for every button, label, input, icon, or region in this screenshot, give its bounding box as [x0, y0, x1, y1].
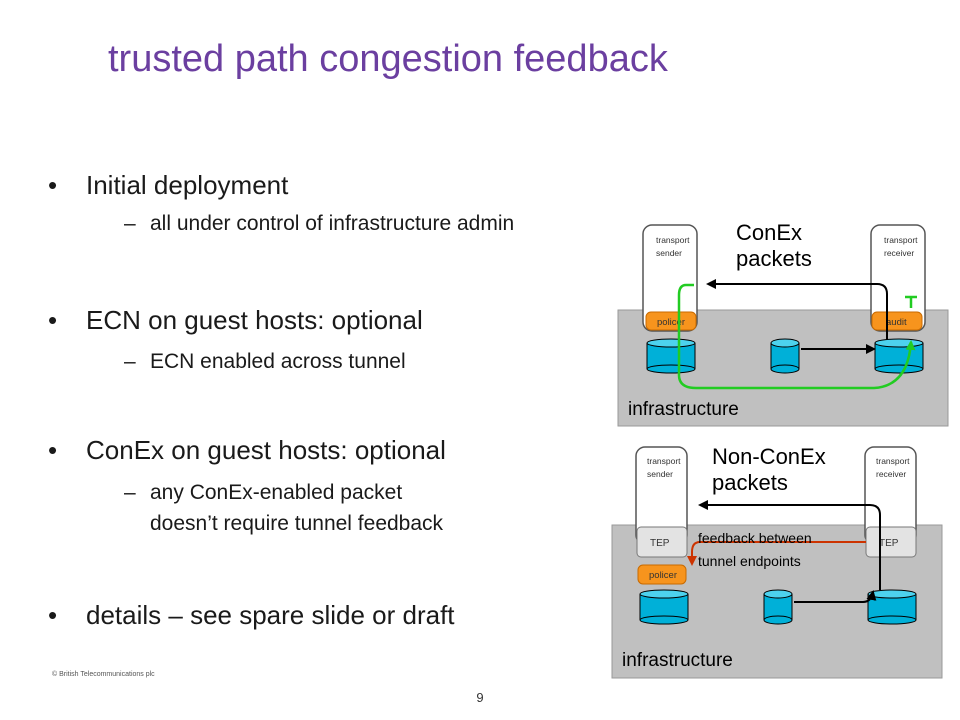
green-data-path — [677, 283, 916, 390]
transport-receiver-label: transport — [884, 235, 918, 245]
transport-sender-box — [642, 224, 698, 332]
packets-label: Non-ConEx — [712, 444, 826, 469]
packets-label: packets — [736, 246, 812, 271]
router-link-arrow — [794, 590, 877, 603]
feedback-arrow — [706, 279, 888, 340]
infrastructure-label: infrastructure — [628, 399, 739, 420]
tunnel-feedback-arrow — [687, 541, 866, 566]
router-cylinder — [646, 338, 696, 374]
infrastructure-label: infrastructure — [622, 650, 733, 671]
transport-sender-label: sender — [656, 248, 682, 258]
feedback-label: tunnel endpoints — [698, 553, 801, 569]
router-cylinder — [874, 338, 924, 374]
audit-box — [871, 311, 923, 331]
transport-sender-label: transport — [647, 456, 681, 466]
policer-box — [645, 311, 697, 331]
tep-left-box — [636, 526, 688, 558]
router-cylinder — [639, 589, 689, 625]
transport-receiver-label: receiver — [884, 248, 914, 258]
transport-sender-label: sender — [647, 469, 673, 479]
policer-label: policer — [657, 317, 685, 328]
transport-receiver-label: transport — [876, 456, 910, 466]
tep-left-label: TEP — [650, 538, 670, 549]
packets-label: packets — [712, 470, 788, 495]
packets-label: ConEx — [736, 220, 802, 245]
transport-sender-label: transport — [656, 235, 690, 245]
audit-label: audit — [886, 317, 907, 328]
policer-box — [637, 564, 687, 585]
audit-stop-mark — [905, 295, 917, 308]
slide-title: trusted path congestion feedback — [108, 38, 668, 80]
bottom-diagram: infrastructure transport sender transpor… — [611, 444, 943, 679]
feedback-label: feedback between — [698, 530, 812, 546]
page-number: 9 — [476, 690, 484, 705]
copyright-notice: © British Telecommunications plc — [52, 671, 155, 678]
tep-right-label: TEP — [879, 538, 899, 549]
feedback-arrow — [698, 500, 881, 590]
router-cylinder — [770, 338, 800, 374]
router-cylinder — [867, 589, 917, 625]
top-diagram: infrastructure transport sender transpor… — [617, 220, 949, 427]
transport-receiver-label: receiver — [876, 469, 906, 479]
router-cylinder — [763, 589, 793, 625]
policer-label: policer — [649, 570, 677, 581]
